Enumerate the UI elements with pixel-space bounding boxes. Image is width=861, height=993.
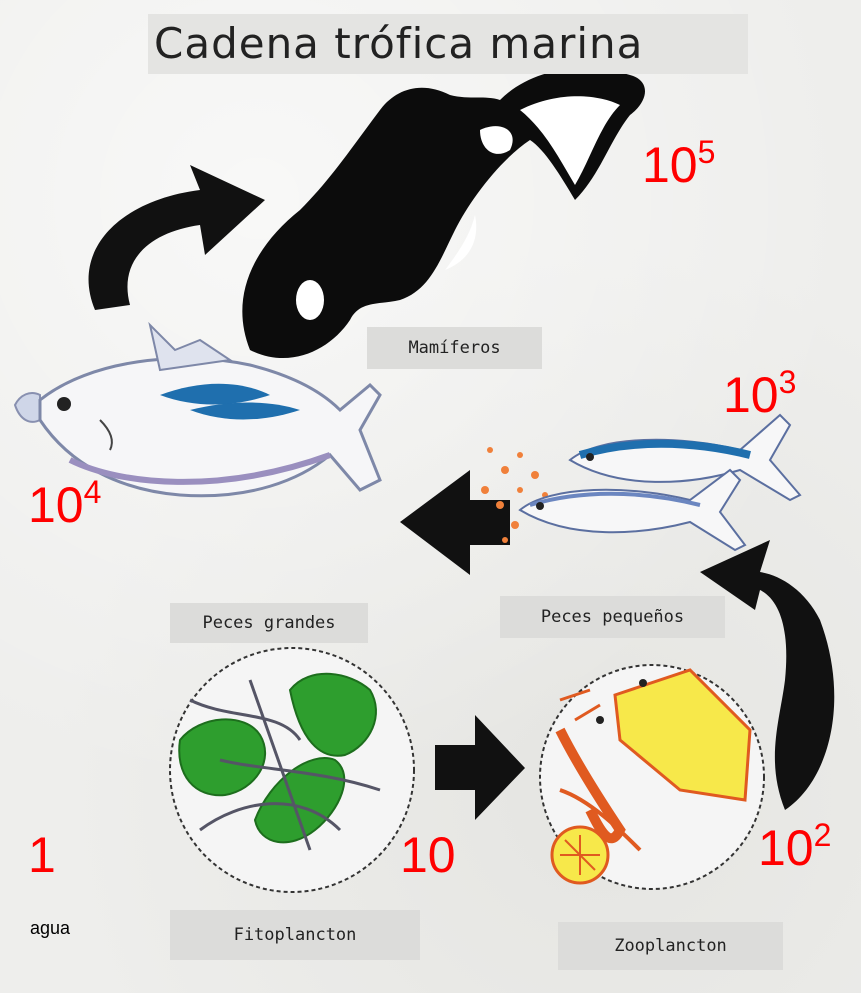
label-phytoplankton: Fitoplancton: [170, 910, 420, 960]
arrow-icon: [435, 715, 525, 820]
number-small-fish: 103: [723, 370, 796, 420]
sardines-icon: [520, 415, 800, 550]
number-water: 1: [28, 830, 56, 880]
label-zooplankton: Zooplancton: [558, 922, 783, 970]
number-big-fish: 104: [28, 480, 101, 530]
label-small-fish: Peces pequeños: [500, 596, 725, 638]
arrow-icon: [400, 470, 510, 575]
arrow-icon: [89, 165, 265, 310]
phytoplankton-icon: [170, 648, 414, 892]
label-big-fish: Peces grandes: [170, 603, 368, 643]
number-mammals: 105: [642, 140, 715, 190]
orca-icon: [242, 68, 645, 358]
label-mammals: Mamíferos: [367, 327, 542, 369]
tuna-icon: [15, 325, 380, 496]
number-zooplankton: 102: [758, 823, 831, 873]
zooplankton-icon: [540, 665, 764, 889]
number-phytoplankton: 10: [400, 830, 456, 880]
page-title: Cadena trófica marina: [148, 14, 748, 74]
label-water: agua: [30, 918, 70, 939]
